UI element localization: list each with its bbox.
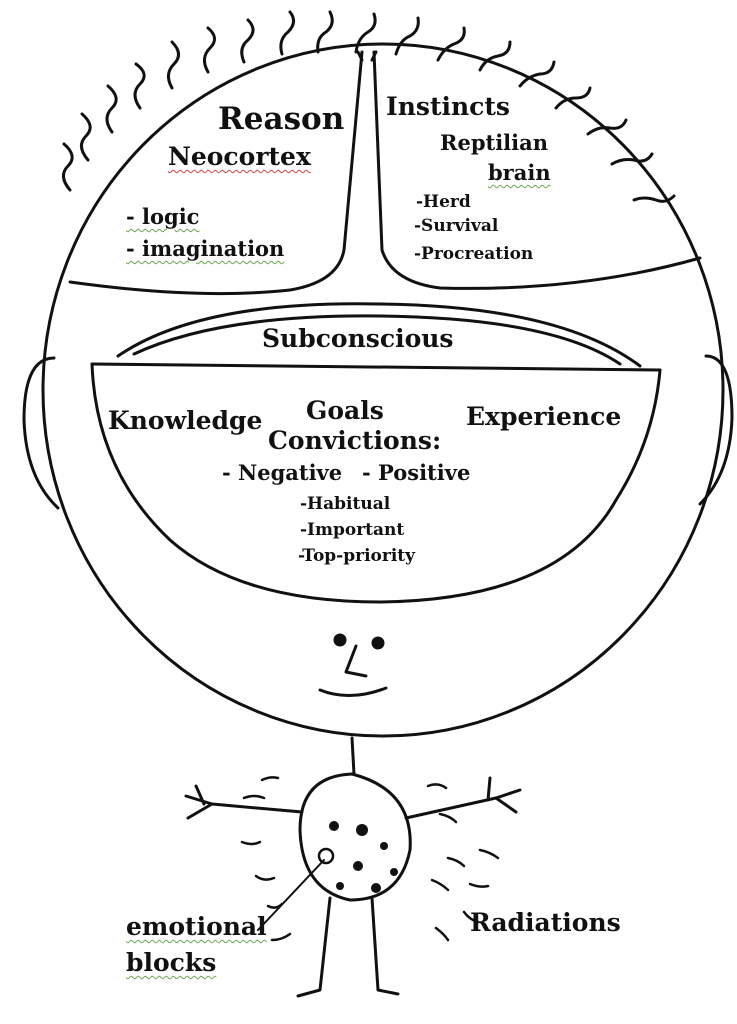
logic-item: - logic [126,206,199,227]
blocks-label: blocks [126,950,216,975]
brain-label: brain [488,162,551,183]
right-arm [406,778,520,818]
herd-item: -Herd [416,194,471,211]
right-ear [700,356,732,504]
subconscious-rim [92,364,660,370]
goals-label: Goals [306,398,384,423]
survival-item: -Survival [414,218,498,235]
subconscious-label: Subconscious [262,326,454,351]
important-item: -Important [300,522,404,539]
reason-label: Reason [218,104,344,135]
radiation-marks [242,777,498,940]
neocortex-label: Neocortex [168,144,311,169]
knowledge-label: Knowledge [108,408,262,433]
left-eye [335,635,345,645]
experience-label: Experience [466,404,621,429]
neck [352,738,354,774]
emotional-label: emotional [126,914,267,939]
torso [300,774,410,900]
procreation-item: -Procreation [414,246,533,263]
left-arm [186,786,302,818]
reptilian-label: Reptilian [440,132,548,153]
negative-item: - Negative [222,462,342,483]
right-leg [372,898,398,994]
habitual-item: -Habitual [300,496,390,513]
left-ear [24,358,58,508]
radiations-label: Radiations [470,910,621,935]
imagination-item: - imagination [126,238,284,259]
head-outline [43,44,723,736]
instincts-label: Instincts [386,94,510,119]
emotional-blocks-pointer [258,860,324,930]
positive-item: - Positive [362,462,470,483]
nose [346,646,366,676]
emotional-block-dots [319,821,398,893]
left-leg [298,898,330,996]
mouth [320,688,386,696]
right-eye [373,638,383,648]
convictions-label: Convictions: [268,428,441,453]
top-priority-item: -Top-priority [298,548,415,565]
hair-strands [63,12,674,201]
